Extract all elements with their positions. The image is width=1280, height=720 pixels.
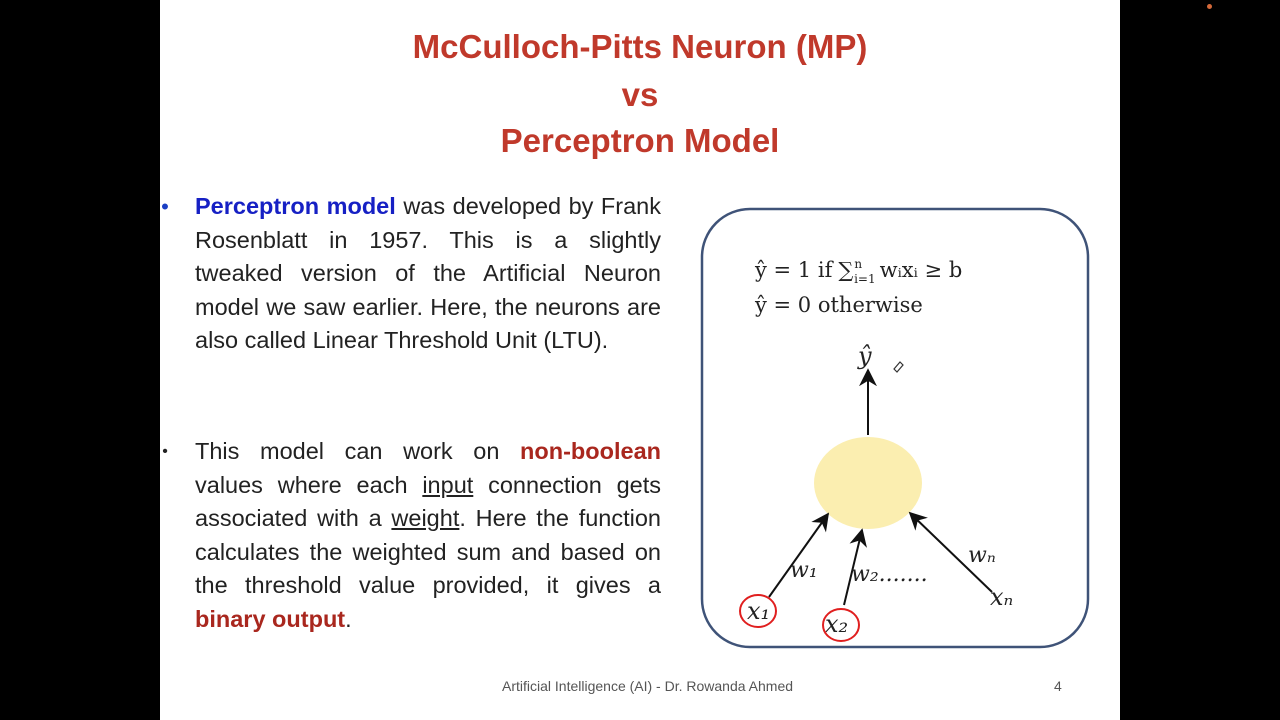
annotation-circle-x2	[822, 608, 860, 642]
neuron-node	[814, 437, 922, 529]
annotation-circle-x1	[739, 594, 777, 628]
bullet-text-part: connection gets associated with a	[195, 471, 661, 532]
cursor-dot	[1207, 4, 1212, 9]
weight-label-w2: w₂.......	[851, 562, 928, 587]
equation-line2: ŷ = 0 otherwise	[754, 293, 923, 317]
bullet-text-part: This model can work on	[195, 438, 521, 464]
underline-weight: weight	[391, 505, 460, 532]
bullet-text-part: values where each	[195, 471, 423, 498]
input-label-xn: xₙ	[990, 583, 1013, 611]
weight-label-wn: wₙ	[968, 543, 996, 568]
diagram-frame	[700, 207, 1090, 649]
input-label-x1: x₁	[747, 597, 770, 625]
bullet-marker: •	[162, 443, 168, 460]
footer-text: Artificial Intelligence (AI) - Dr. Rowan…	[502, 678, 794, 694]
bullet-marker: •	[161, 194, 169, 219]
highlight-non-boolean: non-boolean	[520, 438, 661, 464]
bullet-text: was developed by Frank Rosenblatt in 195…	[195, 193, 662, 354]
bullet-perceptron-definition: • Perceptron model was developed by Fran…	[161, 190, 662, 358]
input-arrow-2	[843, 528, 867, 606]
slide-title-line1: McCulloch-Pitts Neuron (MP)	[412, 28, 868, 65]
page-number: 4	[1054, 678, 1062, 694]
weight-label-w1: w₁	[790, 558, 818, 583]
slide-title-line2: vs	[621, 76, 659, 113]
bullet-non-boolean: • This model can work on non-boolean val…	[162, 435, 662, 637]
bullet-text-part: . Here the function calculates the weigh…	[195, 505, 662, 599]
slide-title-line3: Perceptron Model	[500, 122, 780, 159]
underline-input: input	[422, 471, 474, 498]
highlight-binary-output: binary output	[195, 605, 346, 632]
input-arrow-1	[768, 512, 830, 598]
slide: McCulloch-Pitts Neuron (MP) vs Perceptro…	[160, 0, 1120, 720]
input-label-x2: x₂	[825, 610, 848, 638]
output-label: ŷ	[857, 342, 872, 370]
pencil-cursor-icon	[893, 361, 904, 373]
input-arrow-n	[908, 511, 993, 593]
bullet-text-part: .	[345, 605, 352, 632]
highlight-perceptron-model: Perceptron model	[195, 193, 396, 219]
